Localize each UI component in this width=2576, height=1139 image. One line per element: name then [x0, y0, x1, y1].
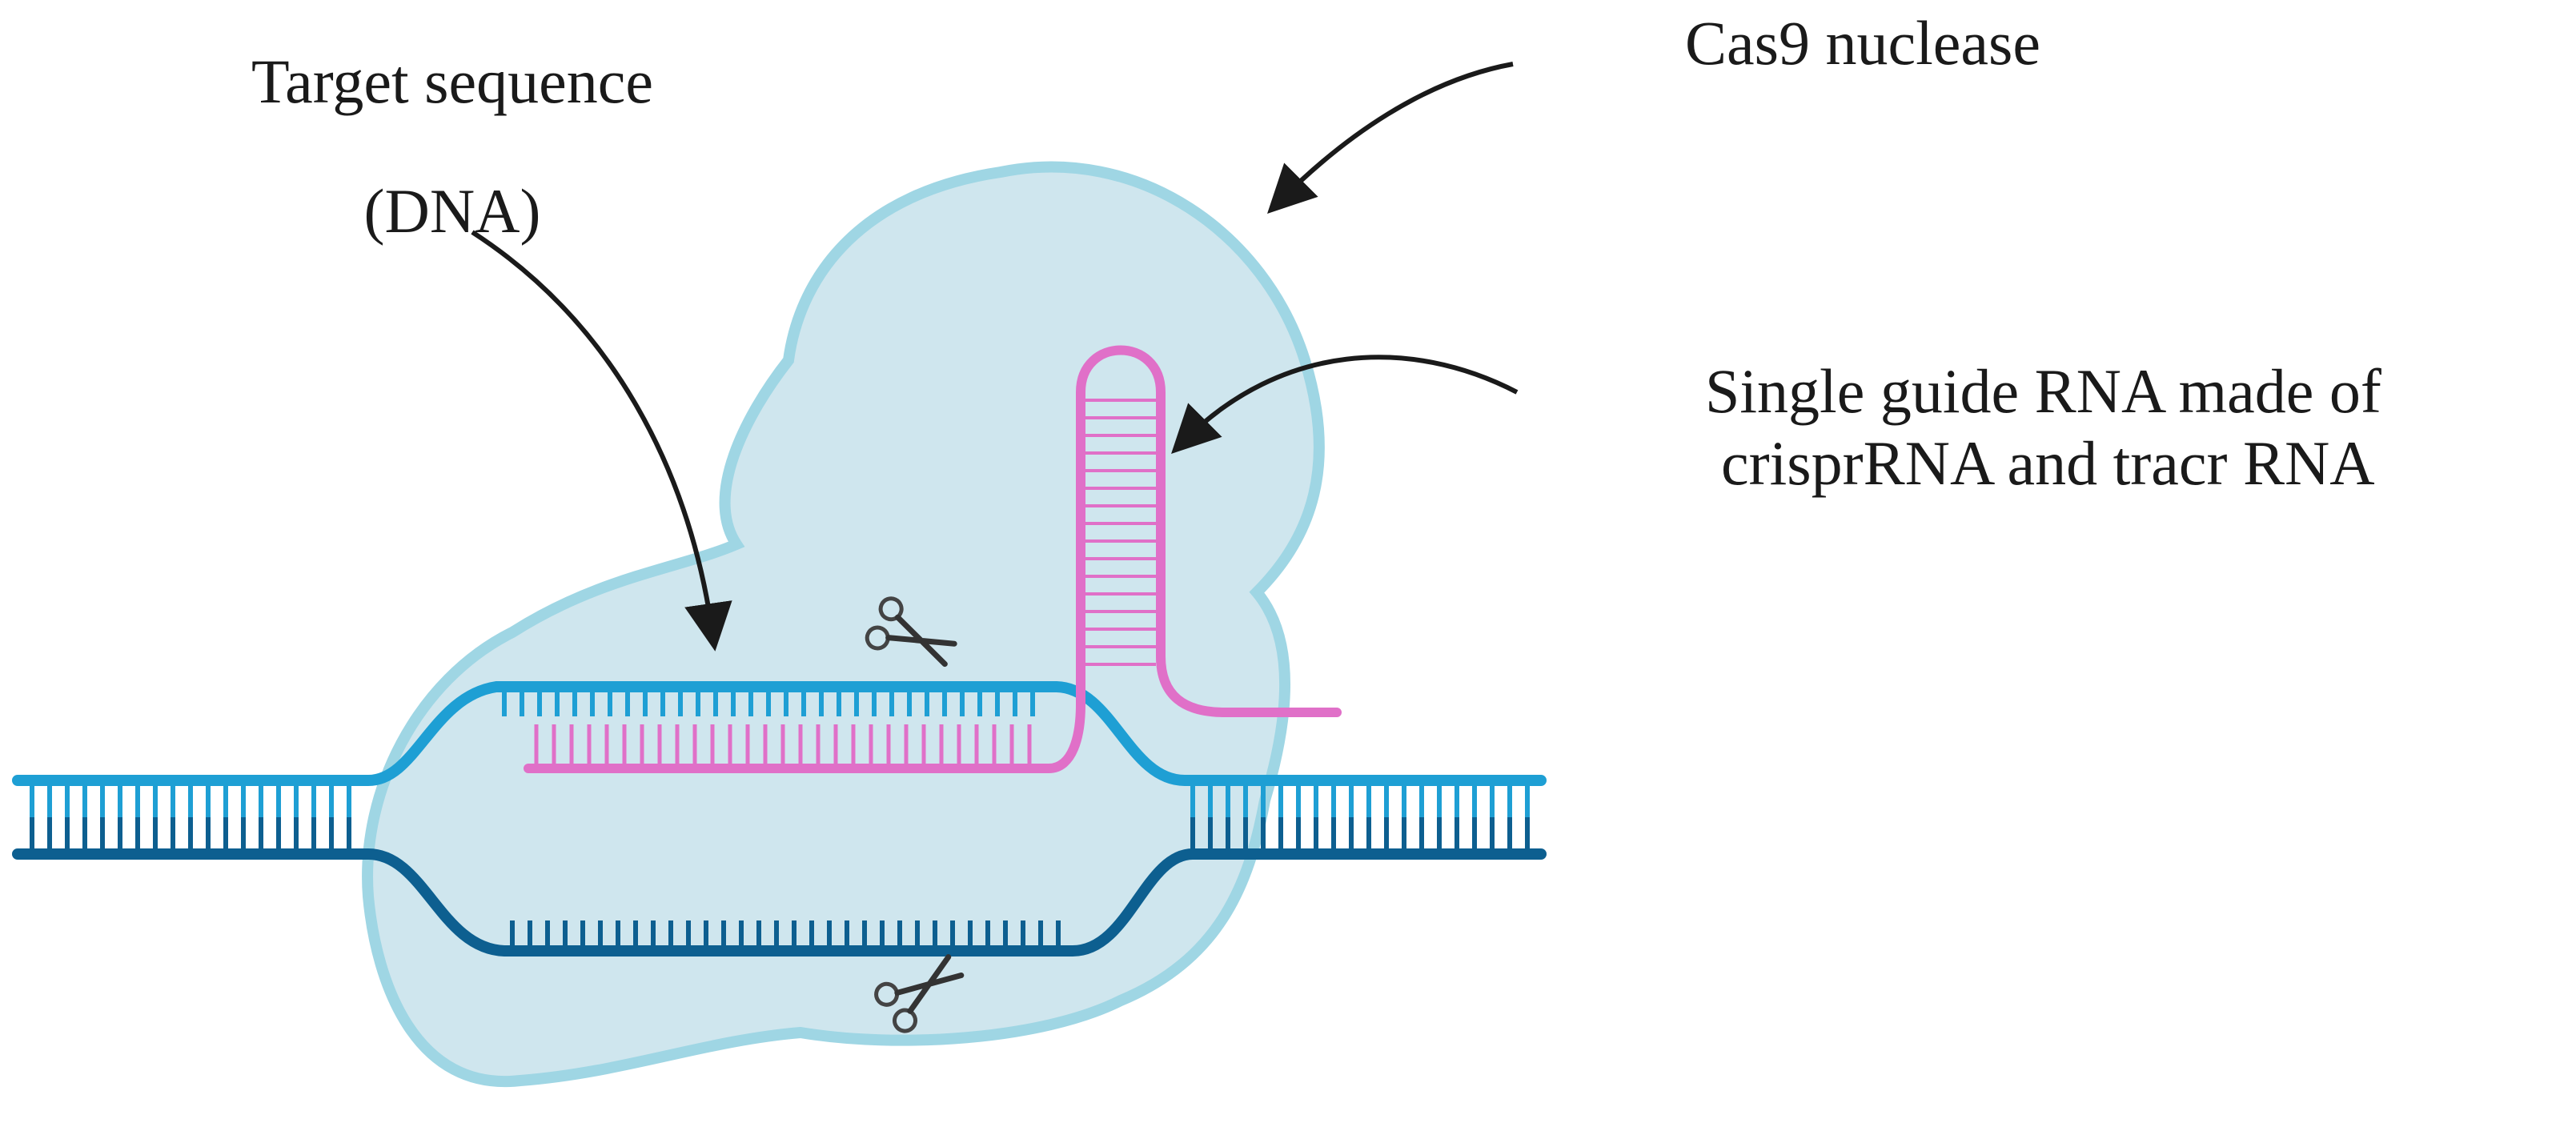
label-sgrna-line1: Single guide RNA made of: [1705, 356, 2381, 426]
arrow-sgrna: [1171, 355, 1519, 454]
label-cas9-nuclease: Cas9 nuclease: [1685, 8, 2040, 78]
arrow-target-sequence: [471, 230, 732, 652]
rna-hairpin-rungs: [534, 399, 1156, 764]
arrow-cas9: [1267, 62, 1514, 214]
scissors-icon-bottom: [874, 954, 965, 1033]
guide-rna-strand: [524, 345, 1342, 773]
label-target-sequence-line1: Target sequence: [251, 46, 653, 116]
dna-upper-strand-rungs: [30, 692, 1530, 817]
label-target-sequence-line2: (DNA): [364, 176, 541, 246]
scissors-icon-top: [865, 596, 957, 668]
dna-lower-strand-rungs: [30, 817, 1530, 946]
label-sgrna-line2: crisprRNA and tracr RNA: [1721, 428, 2375, 498]
dna-upper-strand: [12, 681, 1547, 786]
dna-lower-strand: [12, 848, 1547, 957]
